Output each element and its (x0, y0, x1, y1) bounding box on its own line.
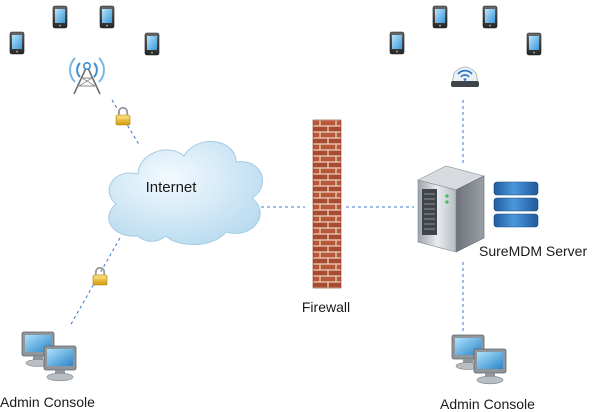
desktop-monitors-icon (21, 331, 77, 382)
mobile-phone-icon (99, 5, 115, 29)
mobile-phone-icon (52, 5, 68, 29)
database-icon (493, 181, 539, 228)
internet-cloud: Internet (108, 141, 264, 246)
server-label: SureMDM Server (479, 243, 587, 259)
admin-console-right-label: Admin Console (440, 396, 535, 412)
mobile-phone-icon (9, 31, 25, 55)
mobile-phone-icon (389, 31, 405, 55)
firewall-label: Firewall (302, 299, 350, 315)
mobile-phone-icon (526, 32, 542, 56)
wifi-router-icon (451, 66, 479, 87)
mobile-phone-icon (144, 32, 160, 56)
mobile-phone-icon (482, 5, 498, 29)
admin-console-left: Admin Console (0, 331, 95, 410)
padlock-icon (92, 266, 108, 286)
left-mobile-devices (9, 5, 160, 56)
mobile-phone-icon (432, 5, 448, 29)
server-tower-icon (417, 165, 485, 253)
firewall-icon: Firewall (302, 119, 350, 315)
admin-console-right: Admin Console (440, 334, 535, 412)
internet-label: Internet (146, 179, 198, 196)
desktop-monitors-icon (451, 334, 507, 385)
right-mobile-devices (389, 5, 542, 56)
admin-console-left-label: Admin Console (0, 394, 95, 410)
cell-tower-icon (69, 57, 105, 95)
